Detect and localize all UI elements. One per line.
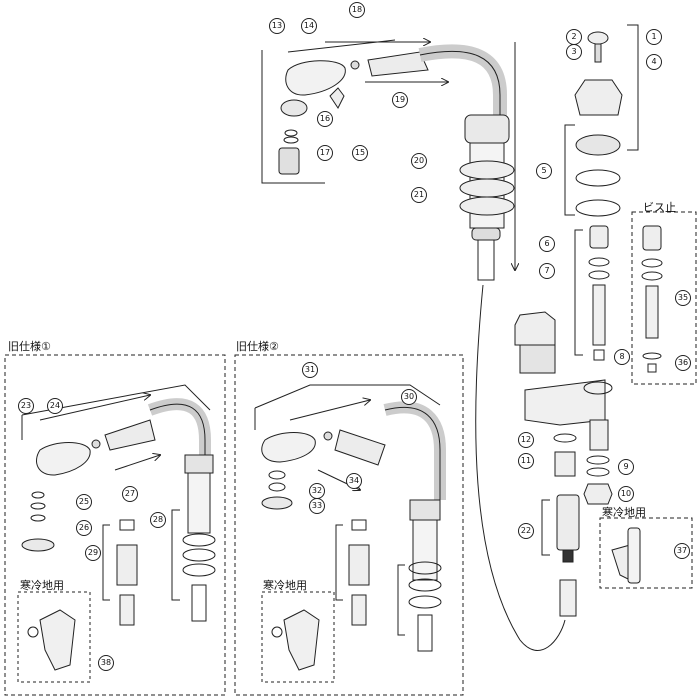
part-callout-27: 27	[122, 486, 138, 502]
part-callout-26: 26	[76, 520, 92, 536]
part-callout-32: 32	[309, 483, 325, 499]
part-callout-4: 4	[646, 54, 662, 70]
part-callout-17: 17	[317, 145, 333, 161]
part-callout-30: 30	[401, 389, 417, 405]
old-spec-1-label: 旧仕様①	[8, 340, 51, 353]
cold-region-right-box	[599, 517, 693, 589]
part-callout-22: 22	[518, 523, 534, 539]
part-callout-19: 19	[392, 92, 408, 108]
part-callout-8: 8	[614, 349, 630, 365]
part-callout-31: 31	[302, 362, 318, 378]
part-callout-7: 7	[539, 263, 555, 279]
part-callout-2: 2	[566, 29, 582, 45]
part-callout-28: 28	[150, 512, 166, 528]
part-callout-1: 1	[646, 29, 662, 45]
cartridge-parts	[574, 225, 610, 361]
old-spec-1-box	[4, 354, 226, 696]
part-callout-12: 12	[518, 432, 534, 448]
part-callout-18: 18	[349, 2, 365, 18]
part-callout-6: 6	[539, 236, 555, 252]
cold-region-a-label: 寒冷地用	[20, 579, 64, 592]
screw-stop-box	[631, 211, 697, 385]
part-callout-37: 37	[674, 543, 690, 559]
screw-stop-label: ビス止	[643, 201, 676, 214]
part-callout-21: 21	[411, 187, 427, 203]
handle-parts	[564, 24, 639, 217]
part-callout-3: 3	[566, 44, 582, 60]
part-callout-13: 13	[269, 18, 285, 34]
part-callout-16: 16	[317, 111, 333, 127]
cold-region-right-label: 寒冷地用	[602, 506, 646, 519]
part-callout-10: 10	[618, 486, 634, 502]
part-callout-11: 11	[518, 453, 534, 469]
part-callout-38: 38	[98, 655, 114, 671]
mixer-body	[514, 311, 613, 451]
part-callout-20: 20	[411, 153, 427, 169]
part-callout-15: 15	[352, 145, 368, 161]
part-callout-25: 25	[76, 494, 92, 510]
part-callout-5: 5	[536, 163, 552, 179]
part-callout-14: 14	[301, 18, 317, 34]
part-callout-33: 33	[309, 498, 325, 514]
part-callout-34: 34	[346, 473, 362, 489]
part-callout-36: 36	[675, 355, 691, 371]
part-callout-23: 23	[18, 398, 34, 414]
connector-parts	[541, 433, 613, 617]
part-callout-9: 9	[618, 459, 634, 475]
part-callout-29: 29	[85, 545, 101, 561]
cold-region-b-label: 寒冷地用	[263, 579, 307, 592]
spout-assembly	[418, 42, 566, 651]
old-spec-2-label: 旧仕様②	[236, 340, 279, 353]
part-callout-24: 24	[47, 398, 63, 414]
part-callout-35: 35	[675, 290, 691, 306]
old-spec-2-box	[234, 354, 464, 696]
shower-head-assembly	[261, 40, 448, 184]
